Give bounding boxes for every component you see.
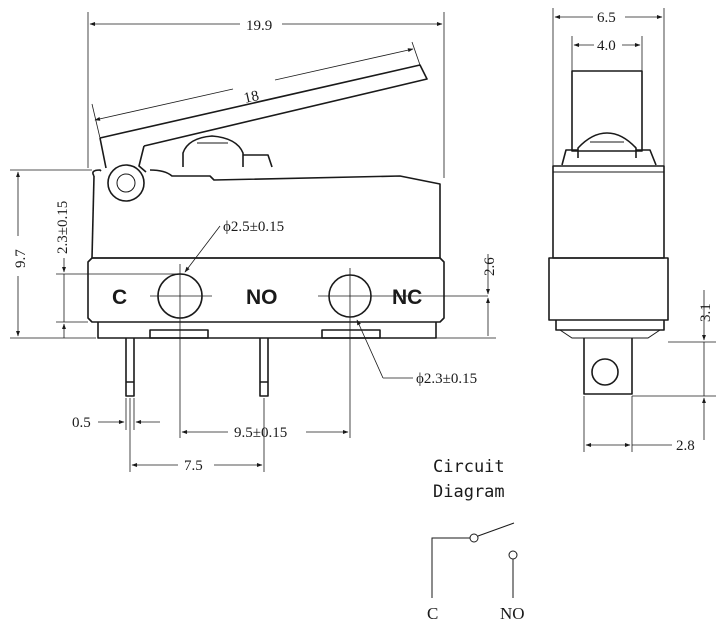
terminal-label-no: NO [246, 286, 278, 309]
dim-actuator-width: 4.0 [597, 38, 616, 54]
roller [107, 164, 145, 202]
side-view [548, 70, 669, 395]
front-dimensions: 19.9 18 9.7 2.3±0.15 ϕ2.5±0.15 ϕ2.3±0.15… [10, 12, 498, 474]
pin-c [125, 338, 135, 397]
dim-width: 6.5 [597, 10, 616, 26]
dim-hole-offset: 2.3±0.15 [55, 201, 71, 254]
actuator-blade [571, 70, 643, 152]
dim-hole-dia-left: ϕ2.5±0.15 [223, 219, 284, 235]
dim-height: 9.7 [13, 249, 29, 268]
front-view: C NO NC [87, 64, 488, 438]
circuit-diagram: Circuit Diagram C NO [427, 457, 525, 623]
terminal-label-c: C [112, 286, 127, 309]
side-body-top [552, 165, 665, 259]
dim-terminal-offset: 2.8 [676, 438, 695, 454]
roller-axle [116, 173, 136, 193]
circuit-switch-blade [477, 522, 515, 537]
base-tab-left [149, 329, 209, 339]
side-terminal [583, 338, 633, 395]
dim-overall-length: 19.9 [246, 18, 272, 34]
dim-terminal-height: 2.6 [482, 257, 498, 276]
dim-hole-spacing: 9.5±0.15 [234, 425, 287, 441]
side-base [555, 320, 665, 331]
dim-pin-width: 0.5 [72, 415, 91, 431]
side-band [548, 257, 669, 321]
dim-terminal-length: 3.1 [698, 303, 714, 322]
side-terminal-hole [591, 358, 619, 386]
dim-hole-dia-right: ϕ2.3±0.15 [416, 371, 477, 387]
circuit-title-line2: Diagram [433, 482, 505, 502]
plunger [182, 135, 244, 167]
dim-pin-spacing: 7.5 [184, 458, 203, 474]
dim-lever-length: 18 [242, 88, 260, 107]
plunger-guide [243, 154, 273, 168]
roller-bracket [99, 137, 147, 173]
terminal-label-nc: NC [392, 286, 422, 309]
housing-top [92, 169, 441, 258]
circuit-label-no: NO [500, 604, 525, 623]
base-plate [97, 322, 437, 339]
circuit-common-contact [469, 533, 479, 543]
side-dimensions: 6.5 4.0 3.1 2.8 [552, 8, 716, 454]
circuit-label-c: C [427, 604, 438, 623]
side-plunger [577, 132, 637, 158]
circuit-common-wire [431, 537, 470, 598]
lever-arm [99, 64, 428, 147]
housing-band [87, 257, 445, 323]
circuit-no-contact [508, 550, 518, 560]
circuit-title-line1: Circuit [433, 457, 505, 477]
base-tab-right [321, 329, 381, 339]
side-bracket [561, 149, 657, 166]
pin-no [259, 338, 269, 397]
